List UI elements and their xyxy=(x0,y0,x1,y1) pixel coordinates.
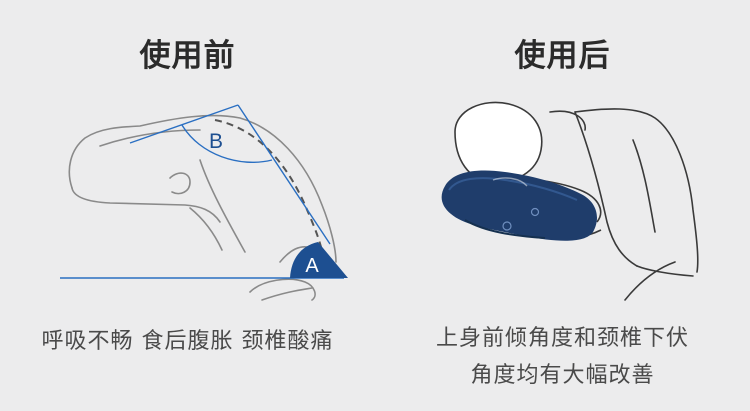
before-title: 使用前 xyxy=(139,38,236,74)
after-title: 使用后 xyxy=(514,38,611,74)
angle-a-wedge xyxy=(290,242,348,278)
angle-b-lines xyxy=(129,104,331,245)
after-caption-line2: 角度均有大幅改善 xyxy=(470,363,655,388)
slouching-body-sketch xyxy=(68,114,337,301)
after-panel: 使用后 上身前倾角度和颈椎下伏 角度均有大幅改善 xyxy=(375,0,750,411)
after-caption-line1: 上身前倾角度和颈椎下伏 xyxy=(435,326,689,351)
angle-b-label: B xyxy=(209,130,223,153)
before-panel: 使用前 A B 呼吸不畅 食后腹胀 颈椎酸痛 xyxy=(41,38,348,354)
before-caption: 呼吸不畅 食后腹胀 颈椎酸痛 xyxy=(41,329,334,354)
head-sketch xyxy=(454,101,543,183)
pillow xyxy=(441,170,597,241)
angle-a-label: A xyxy=(305,255,319,277)
before-illustration: A B xyxy=(60,104,348,301)
spine-dashed-line xyxy=(214,119,325,263)
upright-body-sketch xyxy=(549,108,699,301)
after-illustration xyxy=(441,101,699,301)
